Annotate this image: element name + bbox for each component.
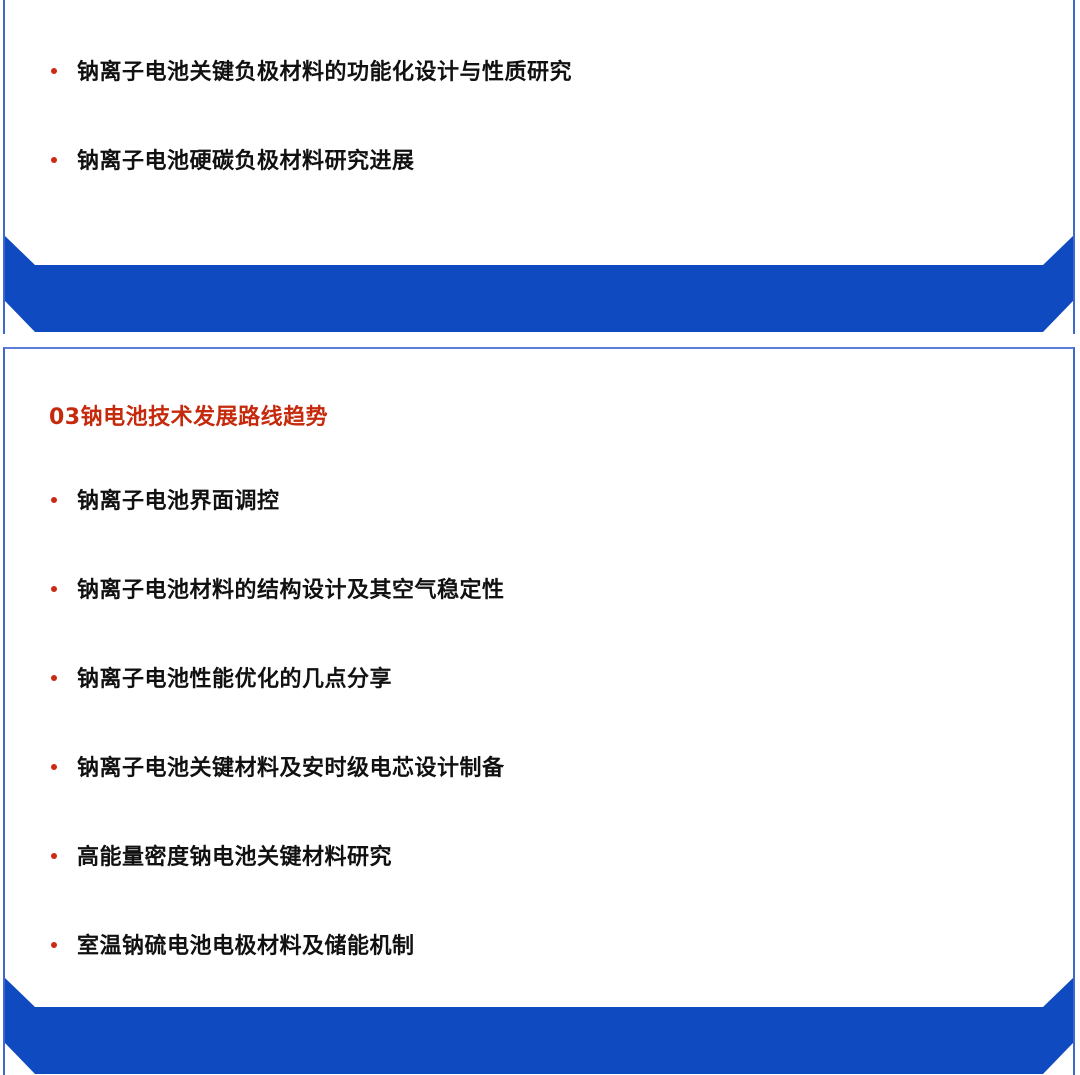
bullet-icon <box>51 585 57 592</box>
bullet-icon <box>51 67 57 74</box>
beveled-banner-shape <box>5 978 1073 1074</box>
footer-banner <box>5 978 1073 1074</box>
list-item-text: 钠离子电池界面调控 <box>77 489 280 514</box>
bullet-icon <box>51 156 57 163</box>
list-item-text: 室温钠硫电池电极材料及储能机制 <box>77 934 415 959</box>
list-item: 钠离子电池硬碳负极材料研究进展 <box>51 143 415 175</box>
list-item-text: 钠离子电池关键负极材料的功能化设计与性质研究 <box>77 60 573 85</box>
bullet-icon <box>51 852 57 859</box>
section-card-top: 钠离子电池关键负极材料的功能化设计与性质研究 钠离子电池硬碳负极材料研究进展 <box>3 0 1075 334</box>
section-card-03: 03钠电池技术发展路线趋势 钠离子电池界面调控 钠离子电池材料的结构设计及其空气… <box>3 347 1075 1075</box>
bullet-icon <box>51 763 57 770</box>
list-item: 高能量密度钠电池关键材料研究 <box>51 839 392 871</box>
section-title: 03钠电池技术发展路线趋势 <box>49 405 329 430</box>
list-item-text: 高能量密度钠电池关键材料研究 <box>77 845 393 870</box>
list-item: 钠离子电池性能优化的几点分享 <box>51 661 392 693</box>
list-item: 钠离子电池材料的结构设计及其空气稳定性 <box>51 572 505 604</box>
bullet-icon <box>51 496 57 503</box>
list-item: 钠离子电池关键负极材料的功能化设计与性质研究 <box>51 54 572 86</box>
footer-banner <box>5 236 1073 332</box>
list-item: 室温钠硫电池电极材料及储能机制 <box>51 928 415 960</box>
list-item: 钠离子电池关键材料及安时级电芯设计制备 <box>51 750 505 782</box>
list-item-text: 钠离子电池材料的结构设计及其空气稳定性 <box>77 578 505 603</box>
list-item: 钠离子电池界面调控 <box>51 483 280 515</box>
bullet-icon <box>51 941 57 948</box>
list-item-text: 钠离子电池性能优化的几点分享 <box>77 667 393 692</box>
list-item-text: 钠离子电池硬碳负极材料研究进展 <box>77 149 415 174</box>
bullet-icon <box>51 674 57 681</box>
beveled-banner-shape <box>5 236 1073 332</box>
list-item-text: 钠离子电池关键材料及安时级电芯设计制备 <box>77 756 505 781</box>
